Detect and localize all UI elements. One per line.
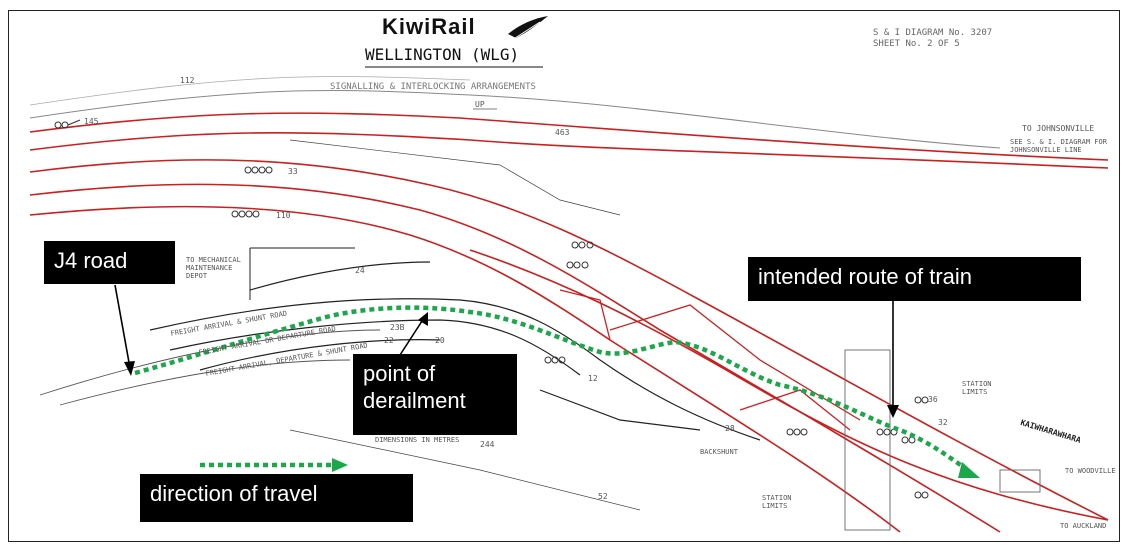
diagram-subtitle: SIGNALLING & INTERLOCKING ARRANGEMENTS (330, 82, 536, 92)
red-crossover-2 (559, 289, 611, 341)
red-track-3 (29, 159, 1109, 521)
signal-cluster-right (786, 396, 929, 499)
label-112: 112 (180, 76, 195, 85)
backshunt-label: BACKSHUNT (700, 448, 738, 456)
station-limits-label-2: STATION LIMITS (962, 380, 992, 396)
label-22: 22 (384, 336, 394, 345)
platform-2 (999, 469, 1041, 493)
yard-road-2 (149, 298, 761, 441)
red-track-4 (29, 183, 1001, 533)
red-track-1 (29, 112, 1109, 161)
sheet-count: SHEET No. 2 OF 5 (873, 39, 960, 49)
label-110: 110 (276, 211, 291, 220)
red-crossover-3 (739, 389, 851, 431)
legend-arrowhead (332, 458, 348, 472)
intended-route-callout: intended route of train (748, 257, 1081, 301)
label-33: 33 (288, 167, 298, 176)
dimension-line-2 (289, 429, 641, 511)
label-23b: 23B (390, 323, 405, 332)
signal-cluster-mid (544, 241, 594, 364)
route-line (134, 305, 967, 470)
direction-of-travel-callout: direction of travel (140, 474, 413, 522)
red-track-5 (29, 205, 901, 533)
signal-cluster-33 (244, 166, 273, 174)
to-auckland-label: TO AUCKLAND (1060, 522, 1107, 530)
label-36: 36 (928, 395, 938, 404)
see-diagram-note: SEE S. & I. DIAGRAM FOR JOHNSONVILLE LIN… (1010, 138, 1107, 154)
label-24: 24 (355, 266, 365, 275)
yard-road-5 (39, 329, 381, 396)
route-callout-arrow (887, 300, 899, 418)
signal-cluster-145 (54, 119, 81, 129)
j4-callout-arrow (114, 284, 135, 376)
red-crossover-1 (609, 304, 861, 421)
derailment-callout-arrow (399, 312, 428, 356)
brand-logo-text: KiwiRail (382, 14, 476, 39)
kiwirail-logo-mark (508, 16, 548, 41)
route-arrowhead (958, 462, 980, 478)
to-woodville-label: TO WOODVILLE (1065, 467, 1116, 475)
j4-road-callout: J4 road (44, 241, 175, 284)
label-52: 52 (598, 492, 608, 501)
yard-road-1 (249, 261, 431, 291)
station-limits-label: STATION LIMITS (762, 494, 792, 510)
label-463: 463 (555, 128, 570, 137)
label-12: 12 (588, 374, 598, 383)
yard-road-6 (59, 359, 351, 406)
label-28: 28 (725, 424, 735, 433)
platform-1 (844, 349, 891, 531)
diagram-frame (8, 10, 1120, 542)
upper-track-grey-2 (29, 76, 471, 106)
label-32: 32 (938, 418, 948, 427)
red-track-6 (469, 249, 1109, 521)
label-145: 145 (84, 117, 99, 126)
signal-cluster-110 (231, 210, 260, 218)
point-of-derailment-callout: point of derailment (353, 354, 517, 435)
station-title: WELLINGTON (WLG) (365, 45, 520, 64)
sheet-number: S & I DIAGRAM No. 3207 (873, 28, 993, 38)
to-johnsonville-label: TO JOHNSONVILLE (1022, 124, 1095, 133)
dimensions-note: DIMENSIONS IN METRES (375, 436, 460, 444)
dimension-line (289, 139, 621, 216)
upper-track-grey (29, 89, 1001, 149)
mechanical-depot-label: TO MECHANICAL MAINTENANCE DEPOT (186, 256, 241, 280)
label-244: 244 (480, 440, 495, 449)
red-track-2 (29, 132, 1109, 169)
yard-road-4 (199, 339, 441, 371)
up-label: UP (475, 100, 485, 109)
label-20: 20 (435, 336, 445, 345)
black-link-1 (539, 389, 701, 431)
